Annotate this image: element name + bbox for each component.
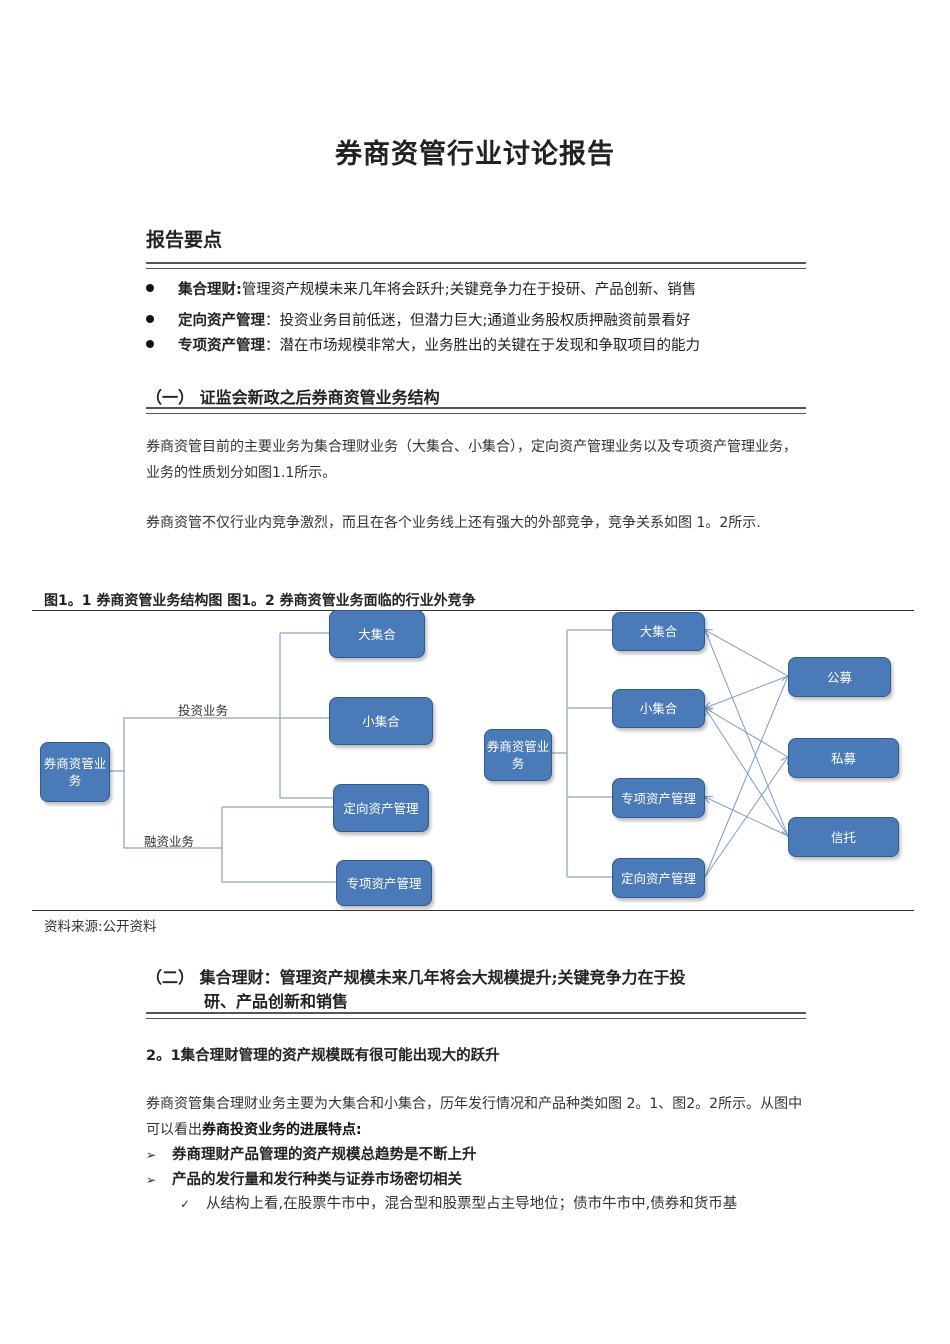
diagram-node-big-collective: 大集合 — [612, 612, 705, 651]
bullet-icon — [146, 315, 154, 323]
diagram-label-invest: 投资业务 — [178, 703, 229, 718]
diagram-node-small-collective: 小集合 — [329, 697, 433, 745]
key-point-item: 定向资产管理：投资业务目前低迷，但潜力巨大;通道业务股权质押融资前景看好 — [146, 309, 690, 330]
figure-source: 资料来源:公开资料 — [44, 919, 157, 935]
arrow-bullet-icon: ➢ — [146, 1148, 157, 1162]
section-1-heading: （一） 证监会新政之后券商资管业务结构 — [146, 388, 440, 407]
section-2-paragraph: 券商资管集合理财业务主要为大集合和小集合，历年发行情况和产品种类如图 2。1、图… — [146, 1096, 803, 1138]
list-item: ➢产品的发行量和发行种类与证券市场密切相关 — [146, 1172, 462, 1188]
diagram-node-big-collective: 大集合 — [329, 610, 425, 658]
key-point-item: 专项资产管理：潜在市场规模非常大，业务胜出的关键在于发现和争取项目的能力 — [146, 334, 700, 355]
bullet-icon — [146, 340, 154, 348]
diagram-label-finance: 融资业务 — [144, 834, 195, 849]
section-1-paragraph-1: 券商资管目前的主要业务为集合理财业务（大集合、小集合），定向资产管理业务以及专项… — [146, 439, 797, 481]
diagram-node-root: 券商资管业务 — [40, 742, 110, 802]
diagram-node-small-collective: 小集合 — [612, 689, 705, 728]
list-item: ✓从结构上看,在股票牛市中，混合型和股票型占主导地位；债市牛市中,债券和货币基 — [180, 1196, 738, 1212]
diagram-node-trust: 信托 — [788, 817, 899, 857]
diagram-node-directed-asset-mgmt: 定向资产管理 — [333, 784, 429, 832]
figure-bottom-rule — [32, 910, 914, 911]
subsection-heading: 2。1集合理财管理的资产规模既有很可能出现大的跃升 — [146, 1048, 500, 1064]
key-points-heading: 报告要点 — [146, 229, 223, 251]
list-item: ➢券商理财产品管理的资产规模总趋势是不断上升 — [146, 1147, 477, 1163]
bullet-icon — [146, 284, 154, 292]
diagram-node-public-fund: 公募 — [788, 657, 891, 697]
section-2-heading: （二） 集合理财：管理资产规模未来几年将会大规模提升;关键竞争力在于投 — [146, 968, 686, 987]
diagram-node-directed-asset-mgmt: 定向资产管理 — [612, 858, 705, 898]
diagram-node-root: 券商资管业务 — [484, 729, 552, 781]
document-title: 券商资管行业讨论报告 — [335, 139, 615, 170]
diagram-node-special-asset-mgmt: 专项资产管理 — [612, 778, 705, 818]
key-point-item: 集合理财:管理资产规模未来几年将会跃升;关键竞争力在于投研、产品创新、销售 — [146, 278, 696, 299]
double-rule — [146, 262, 806, 269]
section-1-paragraph-2: 券商资管不仅行业内竞争激烈，而且在各个业务线上还有强大的外部竞争，竞争关系如图 … — [146, 515, 761, 531]
arrow-bullet-icon: ➢ — [146, 1173, 157, 1187]
figure-caption: 图1。1 券商资管业务结构图 图1。2 券商资管业务面临的行业外竞争 — [44, 593, 476, 609]
diagram-node-private-fund: 私募 — [788, 738, 899, 778]
figure-top-rule — [32, 610, 914, 611]
section-2-heading-cont: 研、产品创新和销售 — [204, 992, 349, 1011]
double-rule — [146, 1012, 806, 1019]
check-bullet-icon: ✓ — [180, 1197, 191, 1211]
diagram-node-special-asset-mgmt: 专项资产管理 — [336, 860, 432, 906]
double-rule — [146, 407, 806, 414]
